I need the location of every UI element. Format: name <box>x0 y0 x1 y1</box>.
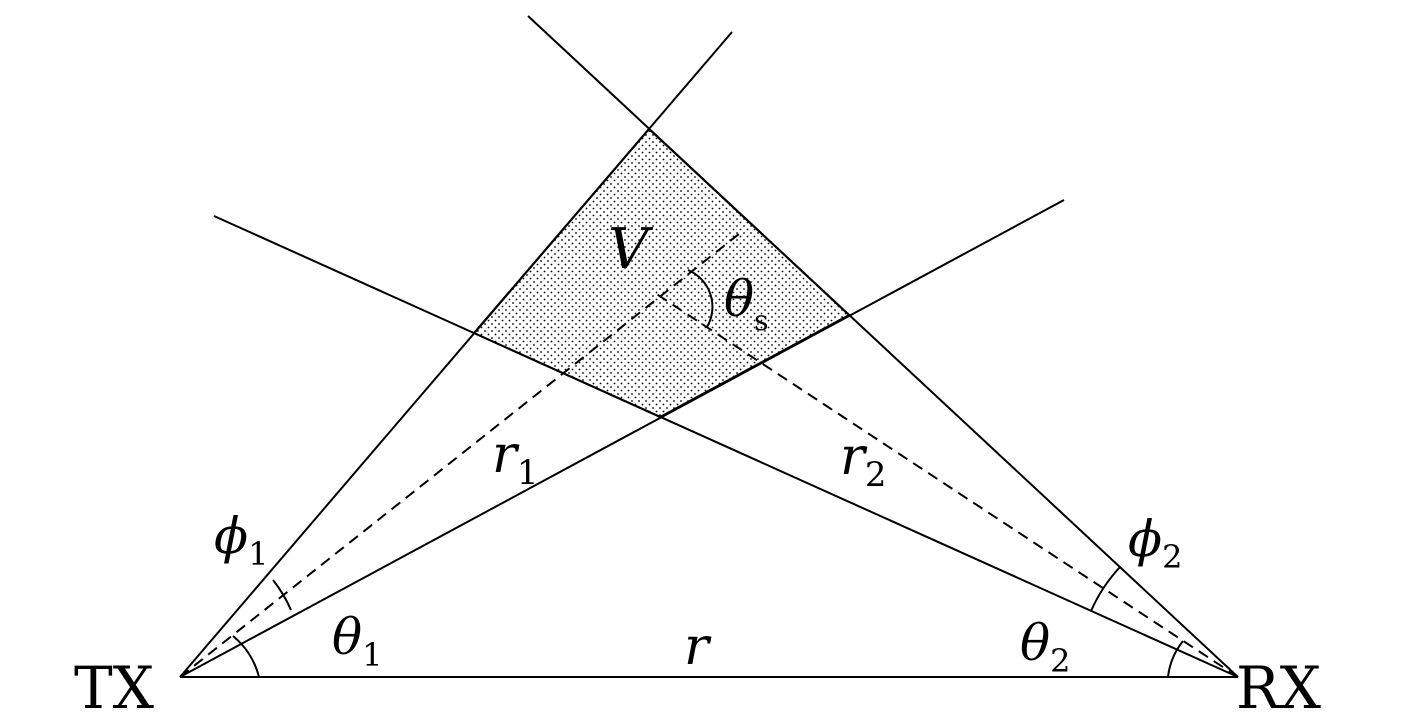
theta1-subscript: 1 <box>362 636 382 674</box>
theta2-symbol: θ <box>1020 614 1050 672</box>
r2-dashed-line <box>654 292 1239 678</box>
tx-beam-upper-edge <box>179 31 733 678</box>
theta1-label: θ1 <box>332 608 382 674</box>
tx-beam-lower-edge <box>179 199 1065 678</box>
phi1-label: ϕ1 <box>214 507 268 573</box>
phi1-symbol: ϕ <box>214 507 248 565</box>
r2-label: r2 <box>840 427 887 495</box>
theta1-arc <box>232 635 260 678</box>
rx-beam-lower-edge <box>213 215 1239 678</box>
phi2-label: ϕ2 <box>1128 510 1182 576</box>
theta2-label: θ2 <box>1020 614 1070 680</box>
scattering-volume <box>472 127 851 419</box>
r2-subscript: 2 <box>865 455 887 495</box>
theta2-arc <box>1167 640 1184 678</box>
phi2-subscript: 2 <box>1162 538 1182 576</box>
theta1-symbol: θ <box>332 608 362 666</box>
phi1-subscript: 1 <box>248 535 268 573</box>
r1-dashed-line <box>179 229 745 678</box>
phi2-symbol: ϕ <box>1128 510 1162 568</box>
phi2-arc <box>1090 566 1121 612</box>
volume-label: V <box>608 217 654 282</box>
r1-symbol: r <box>492 425 520 485</box>
phi1-arc <box>272 579 292 611</box>
rx-label: RX <box>1236 654 1322 722</box>
r2-symbol: r <box>840 427 868 487</box>
r1-label: r1 <box>492 425 539 493</box>
baseline-label: r <box>684 617 712 677</box>
theta-s-symbol: θ <box>724 270 754 328</box>
theta-s-subscript: s <box>754 304 768 337</box>
theta2-subscript: 2 <box>1050 642 1070 680</box>
theta-s-arc <box>687 269 714 328</box>
theta-s-label: θs <box>724 270 768 337</box>
tx-label: TX <box>74 654 155 722</box>
r1-subscript: 1 <box>517 453 539 493</box>
